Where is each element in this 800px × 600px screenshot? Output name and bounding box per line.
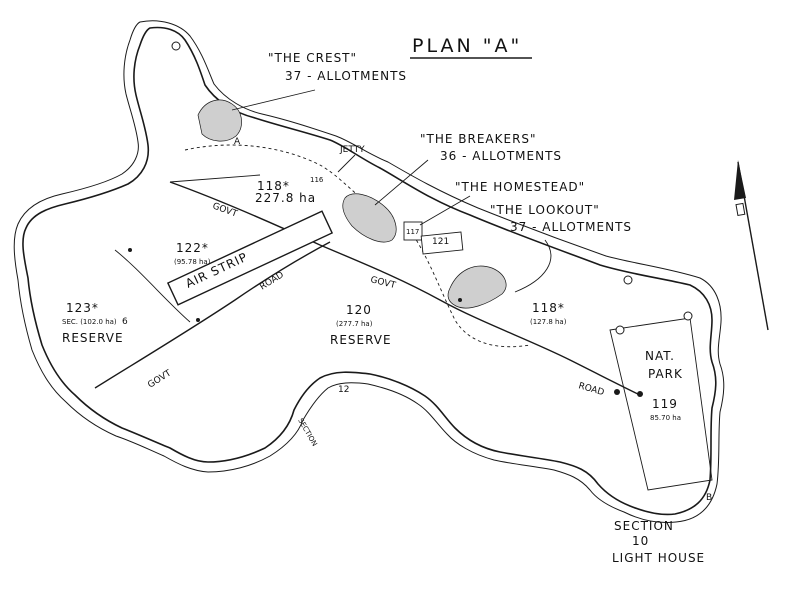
lot-120-area: (277.7 ha) bbox=[336, 320, 373, 328]
lot-118-north-area: 227.8 ha bbox=[255, 191, 316, 205]
island-coastline bbox=[22, 26, 717, 516]
survey-circle bbox=[615, 325, 625, 335]
homestead-name: "THE HOMESTEAD" bbox=[455, 180, 585, 194]
lot-120-id: 120 bbox=[346, 303, 372, 317]
lot-120-use: RESERVE bbox=[330, 333, 392, 347]
lot-119-id: 119 bbox=[652, 397, 678, 411]
crest-count: 37 - ALLOTMENTS bbox=[285, 69, 407, 83]
govt-road-south bbox=[94, 241, 331, 389]
section-10-label-2: 10 bbox=[632, 534, 649, 548]
crest-allotments bbox=[197, 99, 242, 142]
survey-mark bbox=[614, 389, 620, 395]
section-10-label-1: SECTION bbox=[614, 519, 674, 533]
govt-label-south: GOVT bbox=[146, 368, 173, 390]
lot-118-east-area: (127.8 ha) bbox=[530, 318, 567, 326]
lot-118-north-id: 118* bbox=[257, 179, 290, 193]
survey-mark bbox=[196, 318, 200, 322]
air-strip bbox=[166, 210, 334, 306]
survey-mark bbox=[637, 391, 643, 397]
north-arrow-icon bbox=[734, 160, 769, 331]
lot-118-east-id: 118* bbox=[532, 301, 565, 315]
section-12-label: 12 bbox=[338, 385, 349, 395]
survey-circle bbox=[623, 275, 633, 285]
lot-boundary-123-122 bbox=[114, 249, 191, 323]
lookout-allotments bbox=[447, 265, 507, 309]
survey-circle bbox=[171, 41, 181, 51]
govt-label-center: GOVT bbox=[369, 275, 397, 291]
nat-park-boundary bbox=[609, 317, 713, 491]
lot-117-id: 117 bbox=[406, 228, 419, 236]
lot-116-id: 116 bbox=[310, 176, 324, 184]
nat-park-label-2: PARK bbox=[648, 367, 683, 381]
breakers-name: "THE BREAKERS" bbox=[420, 132, 537, 146]
breakers-count: 36 - ALLOTMENTS bbox=[440, 149, 562, 163]
lot-119-area: 85.70 ha bbox=[650, 414, 681, 422]
survey-mark bbox=[458, 298, 462, 302]
lookout-leader bbox=[514, 239, 552, 293]
dashed-track-east bbox=[409, 229, 531, 348]
homestead-leader bbox=[419, 195, 471, 226]
lookout-count: 37 - ALLOTMENTS bbox=[510, 220, 632, 234]
lookout-name: "THE LOOKOUT" bbox=[490, 203, 600, 217]
island-surf-line bbox=[13, 20, 725, 523]
survey-circle bbox=[683, 311, 693, 321]
jetty-leader bbox=[337, 154, 356, 173]
mark-b: B bbox=[706, 493, 712, 503]
lot-123-use: RESERVE bbox=[62, 331, 124, 345]
lot-123-sec: SEC. (102.0 ha) bbox=[62, 318, 117, 326]
govt-label-north: GOVT bbox=[211, 201, 239, 219]
survey-mark bbox=[128, 248, 132, 252]
road-label-east: ROAD bbox=[577, 381, 605, 398]
govt-road-main bbox=[169, 181, 641, 396]
lot-122-id: 122* bbox=[176, 241, 209, 255]
breakers-allotments bbox=[342, 193, 397, 243]
plan-title: PLAN "A" bbox=[412, 35, 522, 57]
lot-boundary-122-118 bbox=[169, 174, 261, 183]
mark-a: A bbox=[234, 137, 241, 147]
lot-121-id: 121 bbox=[432, 237, 449, 247]
crest-leader bbox=[231, 89, 316, 111]
section-word-label: SECTION bbox=[296, 417, 318, 448]
light-house-label: LIGHT HOUSE bbox=[612, 551, 705, 565]
breakers-leader bbox=[374, 159, 429, 206]
crest-name: "THE CREST" bbox=[268, 51, 357, 65]
lot-123-num: 6 bbox=[122, 317, 128, 327]
lot-122-area: (95.78 ha) bbox=[174, 258, 211, 266]
lot-123-id: 123* bbox=[66, 301, 99, 315]
homestead-lots bbox=[403, 221, 464, 255]
jetty-label: JETTY bbox=[339, 145, 365, 155]
nat-park-label-1: NAT. bbox=[645, 349, 675, 363]
road-label-center: ROAD bbox=[258, 270, 286, 292]
